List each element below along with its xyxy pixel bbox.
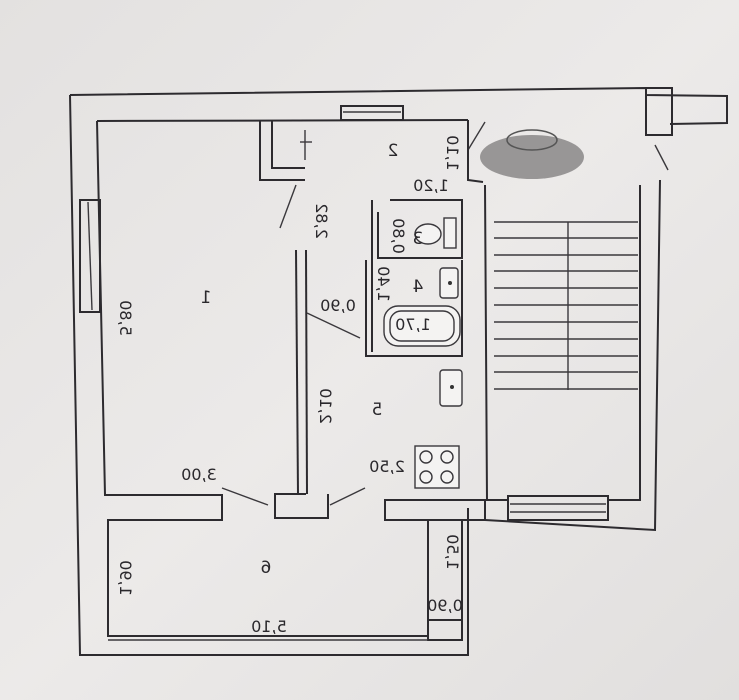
pillar [645,87,673,136]
redaction-blur [480,135,584,179]
dim-hall-length: 2,82 [312,203,331,239]
dim-room1-width: 3,00 [181,465,217,484]
toilet [414,217,457,249]
stove [414,445,460,489]
room-number-2: 2 [388,141,399,161]
washbasin-bath [439,267,459,299]
kitchen-sink [439,369,463,407]
room-number-5: 5 [372,400,383,420]
window-left [79,199,101,313]
bathtub [383,305,461,347]
dim-passage-width: 0,90 [320,296,356,315]
room-number-6: 6 [261,558,272,578]
dim-balcony-length: 1,50 [443,534,462,570]
dim-room1-length: 5,80 [116,300,135,336]
room-number-1: 1 [201,288,212,308]
dim-bath-length: 1,70 [395,315,431,334]
room-number-3: 3 [413,229,424,249]
dim-closet-width: 1,20 [413,176,449,195]
room-number-4: 4 [413,277,424,297]
dim-bath-width: 1,40 [374,266,393,302]
dim-room6-width: 1,90 [116,560,135,596]
dim-entrance-width: 1,10 [443,135,462,171]
dim-wc-width: 0,80 [389,218,408,254]
dim-balcony-width: 0,90 [427,596,463,615]
dim-kitchen-width: 2,50 [369,457,405,476]
interior-walls [108,121,486,641]
dim-corridor-length: 2,10 [316,388,335,424]
stairwell [484,179,661,532]
dim-room6-length: 5,10 [251,617,287,636]
entry-door-leaf [467,121,486,151]
window-top [340,105,404,121]
